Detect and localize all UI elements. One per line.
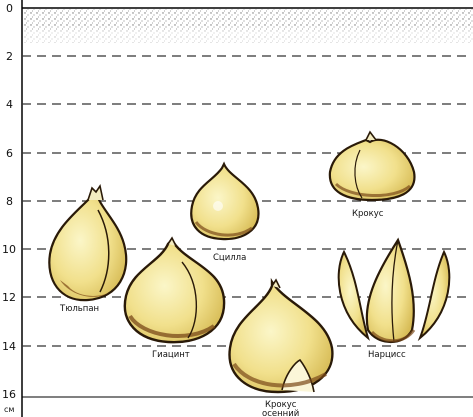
scilla-bulb [191,164,258,239]
hyacinth-bulb [125,238,224,342]
tick-label: 2 [6,50,13,63]
tick-label: 10 [2,243,16,256]
depth-unit-label: см [4,405,14,414]
crocus-bulb [330,132,415,200]
narcissus-label: Нарцисс [368,350,406,360]
scilla-label: Сцилла [213,253,246,263]
tick-label: 6 [6,147,13,160]
tick-label: 16 [2,388,16,401]
tulip-bulb [49,186,126,300]
tick-label: 4 [6,98,13,111]
narcissus-bulb [339,240,450,342]
tulip-label: Тюльпан [59,304,99,314]
tick-label: 14 [2,340,16,353]
autumn-crocus-label-line2: осенний [262,409,299,417]
autumn-crocus-bulb [230,280,333,392]
crocus-label: Крокус [352,209,384,219]
tick-label: 12 [2,291,16,304]
tick-label: 8 [6,195,13,208]
hyacinth-label: Гиацинт [152,350,190,360]
tick-label: 0 [6,2,13,15]
